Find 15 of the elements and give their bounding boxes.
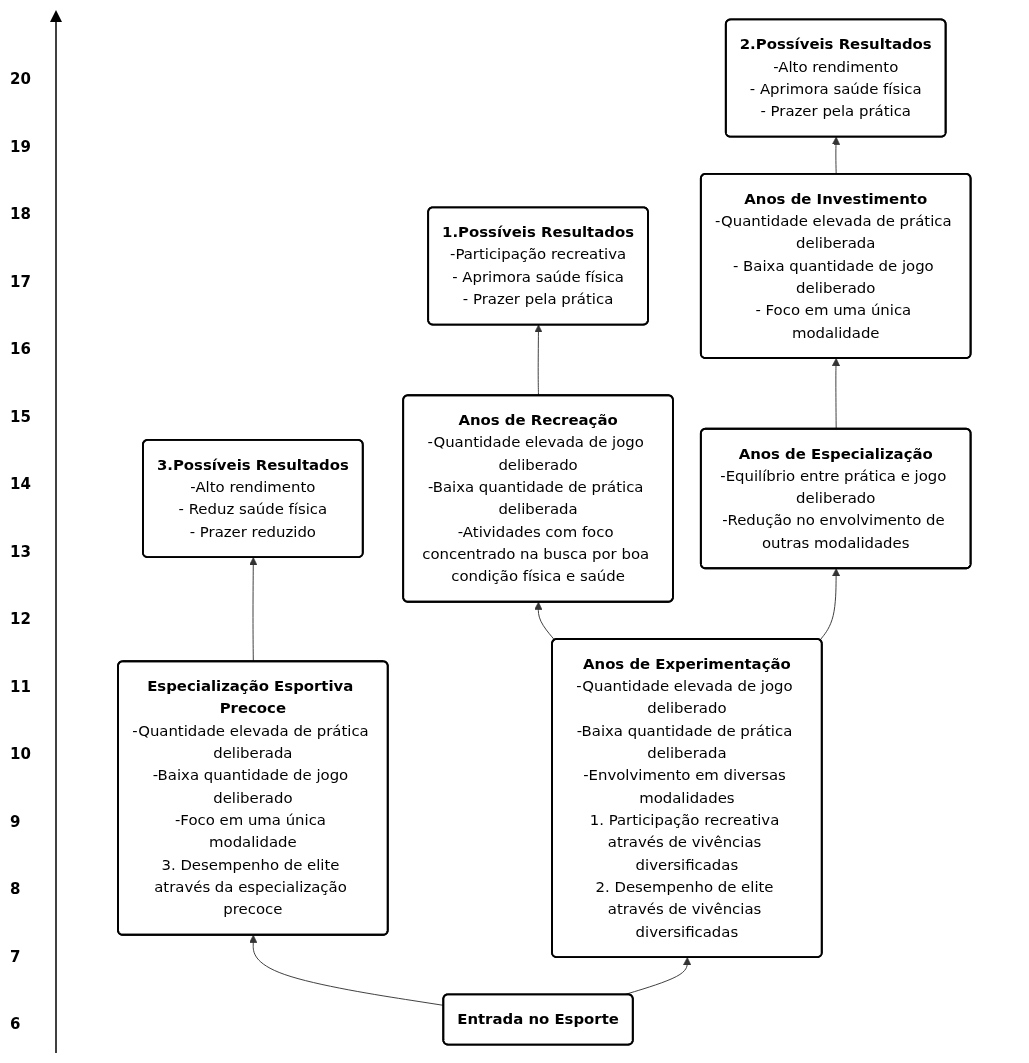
axis-tick-label: 6 [10,1015,22,1033]
axis-tick-label: 9 [10,812,22,831]
axis-tick-label: 11 [10,677,31,696]
axis-tick-label: 15 [10,407,31,426]
axis-tick-label: 7 [10,947,22,966]
axis-tick-label: 14 [10,475,31,493]
axis-tick-label: 20 [10,70,31,88]
axis-tick-label: 16 [10,340,31,358]
axis-tick-label: 19 [10,137,31,156]
axis-tick-label: 10 [10,745,31,763]
axis-tick-label: 8 [10,880,22,898]
axis-tick-label: 17 [10,272,31,291]
axis-tick-label: 18 [10,205,31,223]
axis-tick-label: 12 [10,610,31,628]
axis-tick-label: 13 [10,542,31,561]
